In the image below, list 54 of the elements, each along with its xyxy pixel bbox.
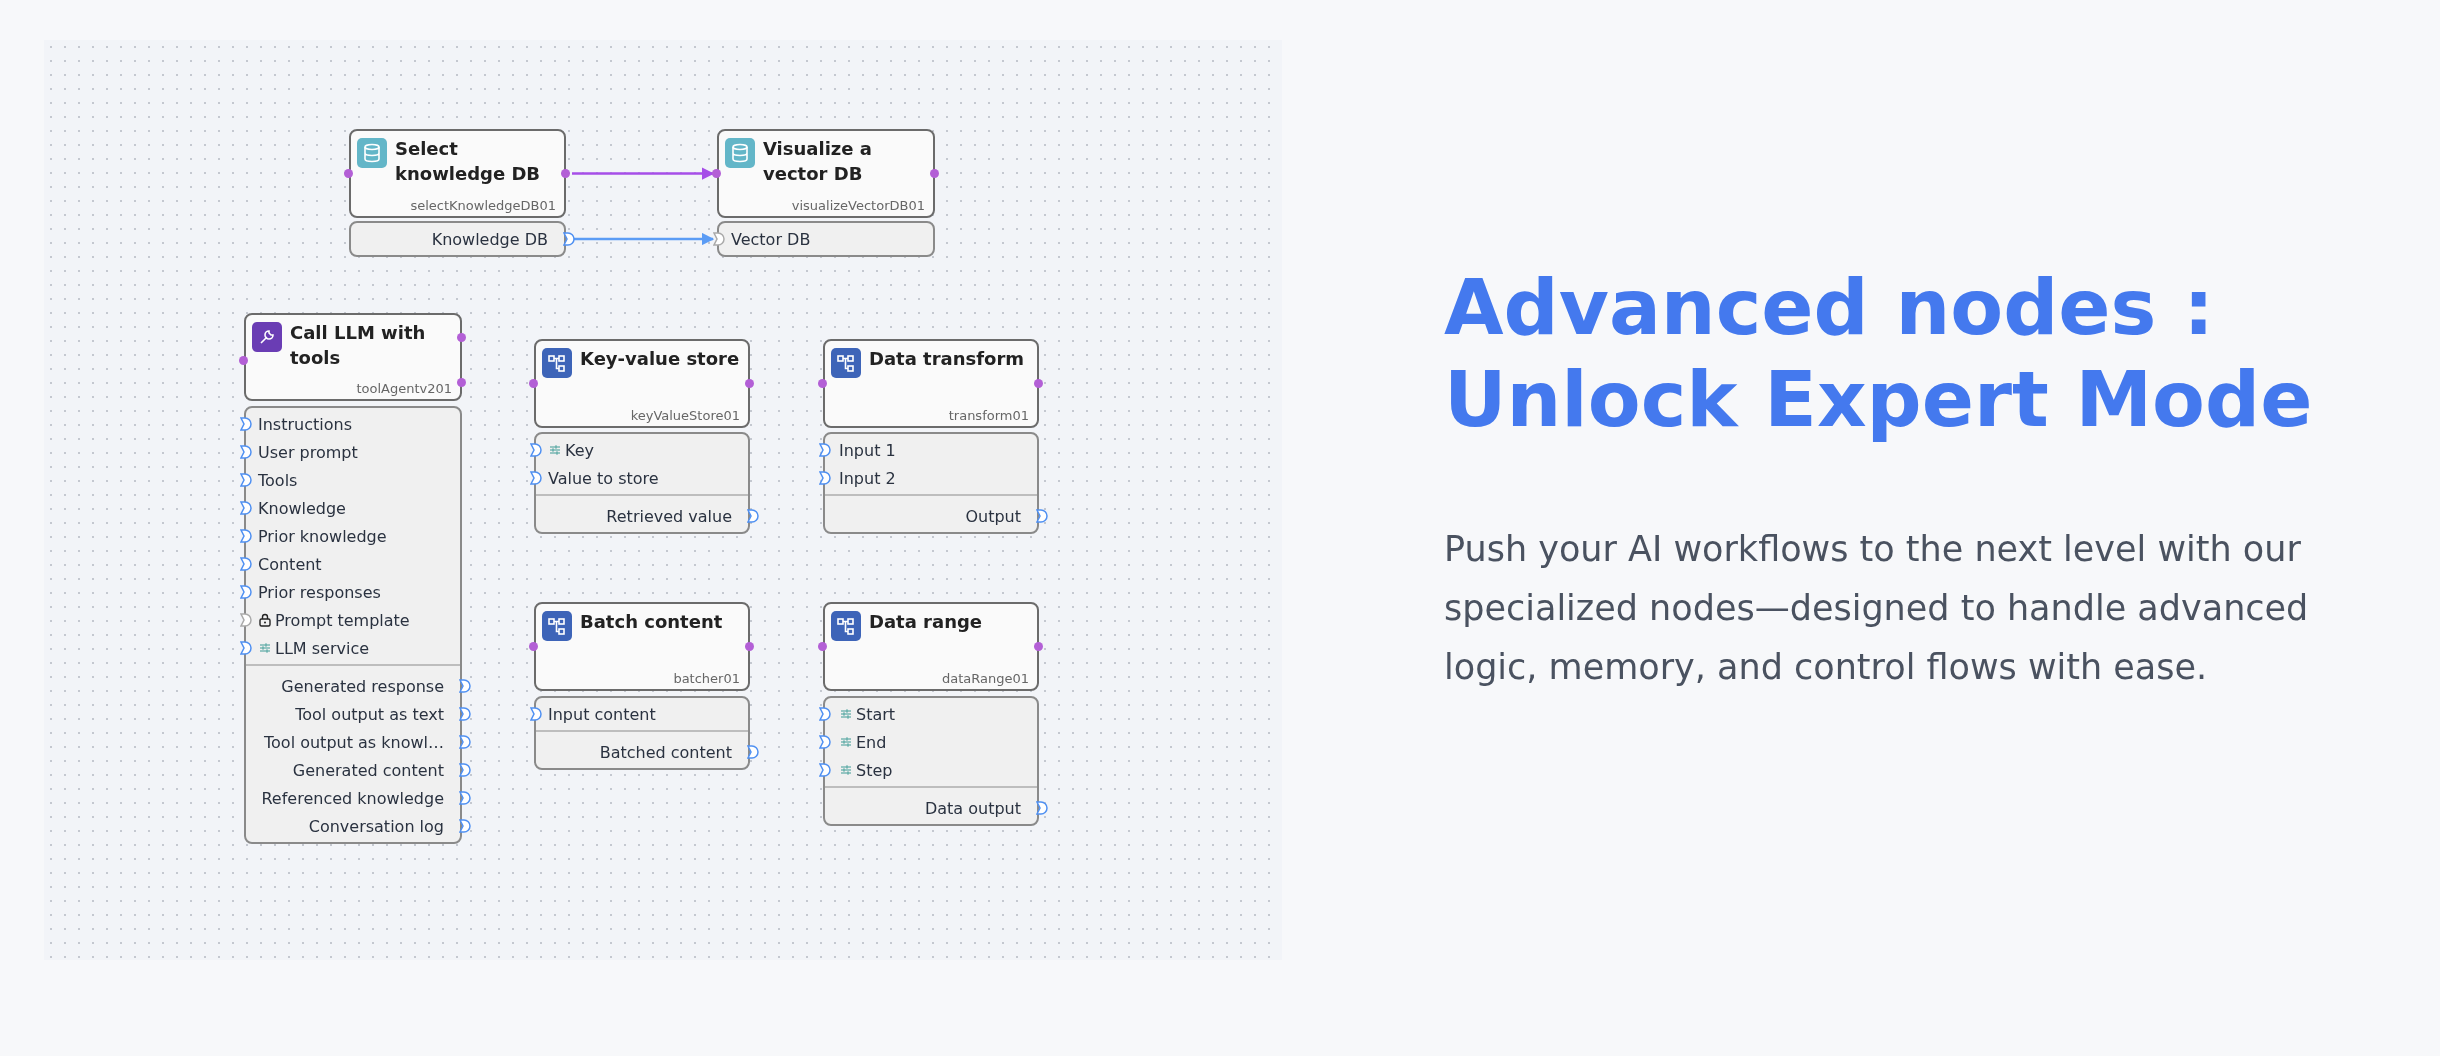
node-title: Data range [869,610,984,634]
port-label: Batched content [599,742,732,762]
port-label: LLM service [275,638,370,658]
node-id: visualizeVectorDB01 [791,198,925,213]
port-label: Start [856,704,896,724]
port-label: Step [856,760,893,780]
port-label: Value to store [548,468,659,488]
node-id: batcher01 [673,671,740,686]
arrow [572,232,715,246]
port-label: Input content [548,704,656,724]
node-header-card [534,339,750,428]
port-label: Conversation log [308,816,444,836]
node-header-card [717,129,935,218]
port-label: Prior responses [258,582,381,602]
node-title: Call LLM with tools [290,321,427,370]
node-id: toolAgentv201 [356,381,452,396]
port-label: Vector DB [731,229,811,249]
port-label: End [856,732,887,752]
port-label: Generated content [292,760,444,780]
port-label: Tools [258,470,298,490]
port-label: Key [565,440,594,460]
port-label: Retrieved value [606,506,732,526]
port-label: Knowledge [258,498,346,518]
port-label: Prompt template [275,610,410,630]
port-label: Instructions [258,414,352,434]
port-label: Input 1 [839,440,896,460]
port-label: Referenced knowledge [261,788,444,808]
port-label: Data output [924,798,1021,818]
port-label: Tool output as knowl… [264,732,444,752]
node-header-card [534,602,750,691]
node-header-card [823,339,1039,428]
node-id: transform01 [948,408,1029,423]
node-title: Visualize a vector DB [763,137,873,186]
port-label: Input 2 [839,468,896,488]
node-title: Select knowledge DB [395,137,542,186]
port-label: Tool output as text [295,704,444,724]
node-id: selectKnowledgeDB01 [410,198,556,213]
arrow [572,167,715,180]
description-paragraph: Push your AI workflows to the next level with our specialized nodes—designed to handle advanced logic, memory, and control flows with ease. [1444,528,2310,689]
port-label: Content [258,554,322,574]
port-label: Knowledge DB [431,229,548,249]
node-id: keyValueStore01 [630,408,740,423]
node-title: Data transform [869,347,1026,371]
port-label: Generated response [281,676,444,696]
port-label: Output [965,506,1021,526]
port-label: User prompt [258,442,358,462]
heading: Advanced nodes : Unlock Expert Mode [1444,262,2314,446]
node-header-card [823,602,1039,691]
node-title: Batch content [580,610,724,634]
node-header-card [349,129,566,218]
node-header-card [244,313,462,401]
node-id: dataRange01 [941,671,1029,686]
node-title: Key-value store [580,347,741,371]
port-label: Prior knowledge [258,526,387,546]
